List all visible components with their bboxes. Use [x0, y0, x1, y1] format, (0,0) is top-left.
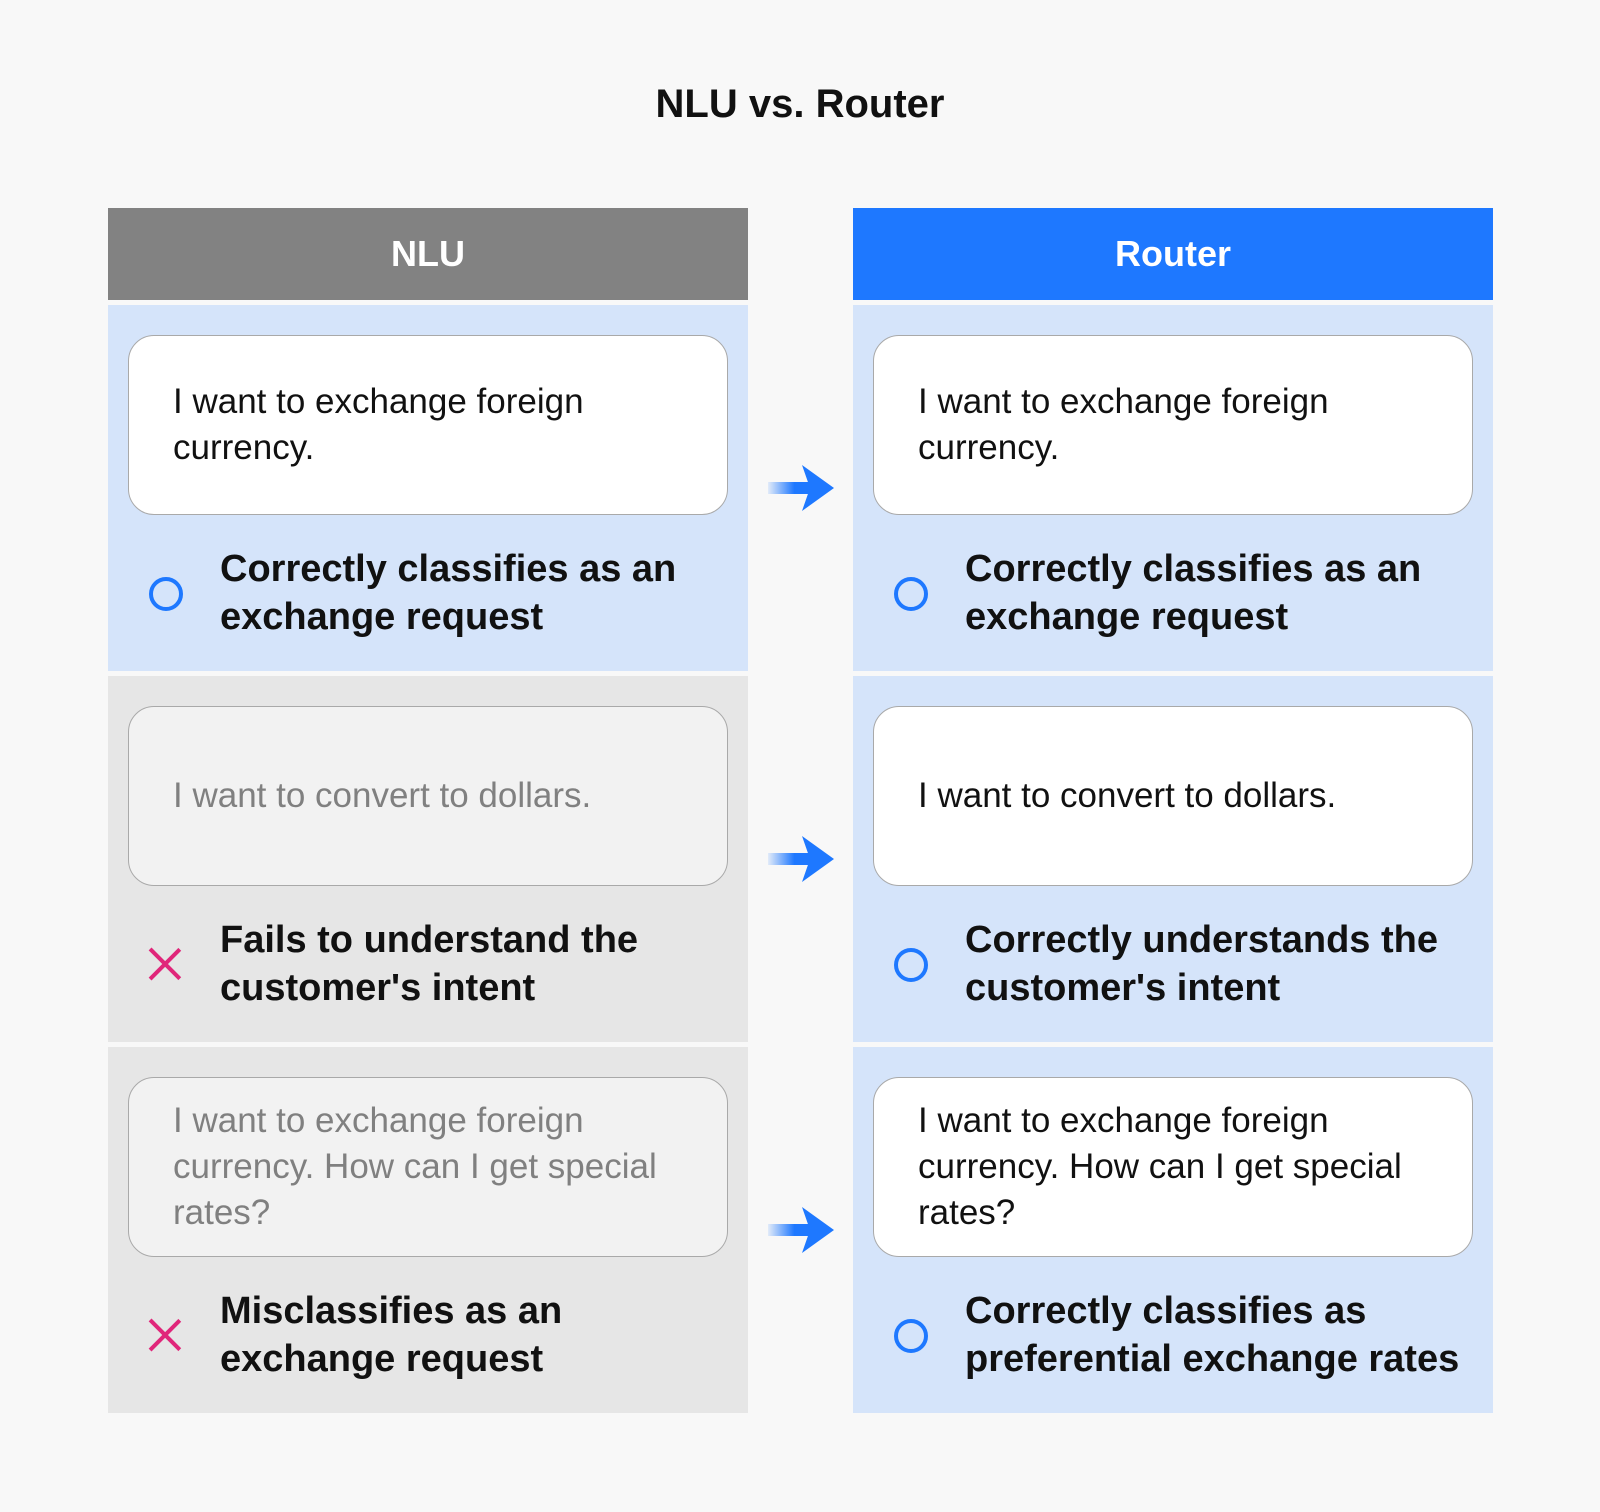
- nlu-row-1-result: Correctly classifies as an exchange requ…: [146, 543, 738, 643]
- router-row-2-panel: I want to convert to dollars. Correctly …: [853, 676, 1493, 1042]
- router-row-1-utterance: I want to exchange foreign currency.: [873, 335, 1473, 515]
- router-row-1-result-text: Correctly classifies as an exchange requ…: [965, 548, 1422, 638]
- nlu-row-3-utterance: I want to exchange foreign currency. How…: [128, 1077, 728, 1257]
- router-row-3-result-text: Correctly classifies as preferential exc…: [965, 1290, 1460, 1380]
- router-row-3-panel: I want to exchange foreign currency. How…: [853, 1047, 1493, 1413]
- diagram-title: NLU vs. Router: [655, 82, 945, 126]
- nlu-column-header: NLU: [108, 208, 748, 300]
- arrow-right-icon: [768, 1207, 834, 1253]
- arrow-right-icon: [768, 836, 834, 882]
- nlu-row-2-utterance: I want to convert to dollars.: [128, 706, 728, 886]
- nlu-row-2-panel: I want to convert to dollars. Fails to u…: [108, 676, 748, 1042]
- router-row-1-panel: I want to exchange foreign currency. Cor…: [853, 305, 1493, 671]
- nlu-row-2-result-text: Fails to understand the customer's inten…: [220, 919, 639, 1009]
- circle-check-icon: [891, 1316, 929, 1354]
- router-column-header: Router: [853, 208, 1493, 300]
- router-row-1-result: Correctly classifies as an exchange requ…: [891, 543, 1483, 643]
- router-row-2-result-text: Correctly understands the customer's int…: [965, 919, 1438, 1009]
- circle-check-icon: [891, 574, 929, 612]
- router-row-2-utterance: I want to convert to dollars.: [873, 706, 1473, 886]
- router-row-3-result: Correctly classifies as preferential exc…: [891, 1285, 1483, 1385]
- nlu-row-3-result-text: Misclassifies as an exchange request: [220, 1290, 563, 1380]
- nlu-row-3-result: Misclassifies as an exchange request: [146, 1285, 738, 1385]
- nlu-row-2-result: Fails to understand the customer's inten…: [146, 914, 738, 1014]
- cross-icon: [146, 945, 184, 983]
- nlu-row-3-panel: I want to exchange foreign currency. How…: [108, 1047, 748, 1413]
- router-row-3-utterance: I want to exchange foreign currency. How…: [873, 1077, 1473, 1257]
- nlu-row-1-panel: I want to exchange foreign currency. Cor…: [108, 305, 748, 671]
- circle-check-icon: [146, 574, 184, 612]
- circle-check-icon: [891, 945, 929, 983]
- router-row-2-result: Correctly understands the customer's int…: [891, 914, 1483, 1014]
- cross-icon: [146, 1316, 184, 1354]
- nlu-row-1-utterance: I want to exchange foreign currency.: [128, 335, 728, 515]
- arrow-right-icon: [768, 465, 834, 511]
- nlu-row-1-result-text: Correctly classifies as an exchange requ…: [220, 548, 677, 638]
